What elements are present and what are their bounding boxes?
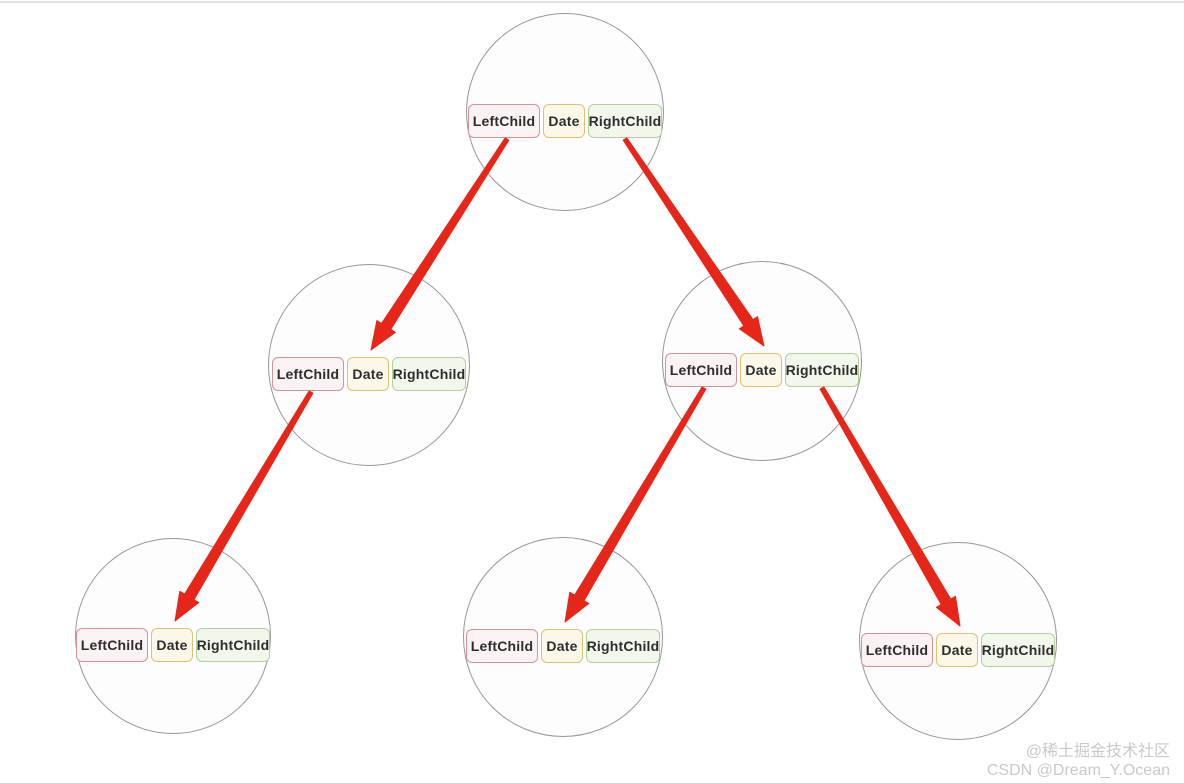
top-border [0, 1, 1184, 3]
leftchild-field: LeftChild [466, 629, 538, 663]
date-field: Date [740, 353, 782, 387]
rightchild-field: RightChild [586, 629, 660, 663]
date-field: Date [543, 104, 585, 138]
leftchild-field: LeftChild [272, 357, 344, 391]
rightchild-field: RightChild [981, 633, 1055, 667]
leftchild-field: LeftChild [665, 353, 737, 387]
date-field: Date [151, 628, 193, 662]
date-field: Date [347, 357, 389, 391]
watermark: @稀土掘金技术社区 CSDN @Dream_Y.Ocean [987, 742, 1170, 780]
watermark-community-line: @稀土掘金技术社区 [1025, 743, 1170, 760]
leftchild-field: LeftChild [861, 633, 933, 667]
rightchild-field: RightChild [196, 628, 270, 662]
rightchild-field: RightChild [588, 104, 662, 138]
date-field: Date [541, 629, 583, 663]
leftchild-field: LeftChild [468, 104, 540, 138]
leftchild-field: LeftChild [76, 628, 148, 662]
rightchild-field: RightChild [785, 353, 859, 387]
watermark-author-line: CSDN @Dream_Y.Ocean [986, 762, 1170, 779]
rightchild-field: RightChild [392, 357, 466, 391]
date-field: Date [936, 633, 978, 667]
